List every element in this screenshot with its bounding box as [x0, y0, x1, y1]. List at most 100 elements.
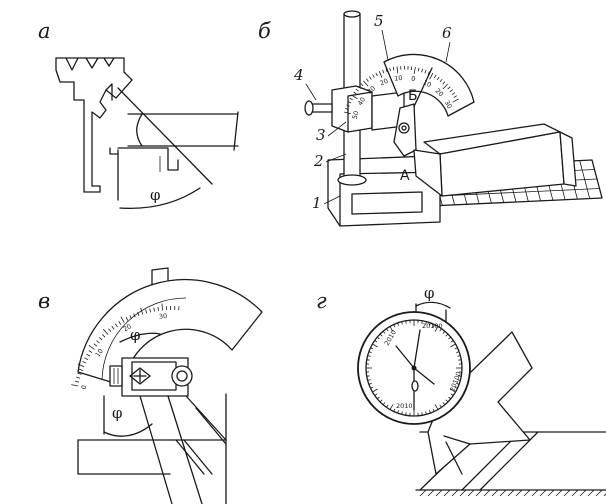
dial-tick: [367, 379, 371, 381]
scale-tick: [111, 325, 115, 330]
dial-tick: [434, 404, 439, 410]
scale-number: 50: [351, 110, 361, 120]
dial-tick: [374, 393, 378, 396]
panel-b-label: б: [258, 19, 271, 43]
dial-tick: [366, 359, 370, 361]
scale-tick: [421, 68, 423, 73]
part-label-2: 2: [313, 152, 324, 170]
dial-label-bottom: 2010: [396, 402, 413, 410]
angle-label-v-top: φ: [130, 326, 141, 344]
dial-tick: [376, 336, 380, 340]
scale-tick: [345, 108, 349, 110]
dial-tick: [425, 321, 427, 325]
scale-tick: [375, 72, 378, 77]
panel-g-label: г: [316, 289, 327, 313]
panel-a-label: а: [38, 19, 51, 43]
dial-tick: [457, 355, 461, 357]
scale-tick: [353, 91, 357, 95]
scale-tick: [429, 72, 434, 80]
scale-tick: [153, 307, 155, 312]
scale-tick: [392, 66, 395, 71]
dial-tick: [448, 336, 452, 340]
dial-tick: [450, 340, 454, 343]
scale-tick: [452, 98, 459, 103]
scale-number: 0: [80, 384, 89, 390]
dial-tick: [454, 386, 458, 389]
scale-tick: [410, 66, 413, 71]
dial-tick: [372, 388, 378, 393]
scale-tick: [382, 69, 385, 74]
scale-tick: [346, 104, 350, 107]
scale-number: 30: [366, 84, 377, 95]
dial-tick: [382, 402, 386, 406]
dial-tick: [445, 399, 449, 403]
scale-tick: [396, 66, 399, 74]
gauge-notches: [65, 57, 115, 71]
scale-tick: [343, 111, 352, 115]
dial-tick: [434, 326, 439, 332]
blade-v: [139, 395, 227, 504]
scale-tick: [447, 86, 451, 90]
scale-tick: [75, 380, 80, 383]
scale-tick: [436, 76, 440, 81]
dial-tick: [421, 320, 423, 324]
part-label-6: 6: [442, 24, 452, 42]
dial-tick: [370, 347, 374, 350]
dial-tick: [389, 326, 394, 332]
scale-tick: [366, 78, 369, 82]
dial-tick: [450, 393, 454, 396]
dial-tick: [425, 411, 427, 415]
scale-tick: [93, 343, 98, 347]
part-label-1: 1: [312, 194, 322, 212]
dial-tick: [379, 333, 383, 337]
scale-tick: [449, 89, 453, 93]
scale-tick: [120, 316, 125, 323]
scale-tick: [137, 311, 140, 317]
scale-tick: [369, 76, 372, 80]
scale-tick: [157, 306, 159, 311]
scale-tick: [427, 71, 430, 75]
scale-number: 10: [94, 347, 105, 358]
tool-edge: [117, 87, 213, 185]
angle-arc-v-bottom: [103, 423, 153, 437]
scale-tick: [84, 357, 89, 360]
scale-number: 30: [443, 99, 454, 110]
dial-tick: [445, 333, 449, 337]
scale-tick: [378, 71, 383, 78]
scale-tick: [442, 81, 446, 85]
dial-tick: [372, 343, 378, 348]
dial-ticks: [366, 320, 462, 416]
dial-tick: [368, 351, 372, 353]
dial-tick: [379, 399, 383, 403]
protractor-sector: [383, 53, 475, 117]
scale-number: 20: [379, 77, 390, 88]
scale-tick: [363, 80, 369, 87]
scale-number: 20: [434, 87, 446, 99]
panel-v-label: в: [38, 289, 50, 313]
dial-tick: [374, 340, 378, 343]
scale-number: 40: [356, 96, 367, 107]
scale-tick: [96, 340, 100, 344]
dial-tick: [393, 408, 396, 412]
scale-tick: [101, 334, 106, 338]
dial-tick: [456, 351, 460, 353]
scale-tick: [108, 328, 112, 333]
scale-number: 0: [410, 75, 416, 84]
scale-tick: [385, 68, 388, 73]
scale-number: 20: [122, 322, 133, 333]
dial-tick: [458, 375, 462, 377]
scale-tick: [77, 363, 85, 368]
angle-arc-a: [119, 187, 201, 210]
dial-tick: [386, 328, 389, 332]
dial-tick: [448, 396, 452, 400]
scale-tick: [133, 313, 136, 318]
angle-label-g: φ: [424, 284, 435, 302]
point-label-a: А: [400, 168, 410, 184]
scale-number: 30: [159, 312, 168, 321]
part-label-5: 5: [374, 12, 384, 30]
scale-tick: [114, 323, 118, 328]
dial-tick: [393, 324, 396, 328]
cutter-bar: [141, 111, 239, 151]
scale-tick: [433, 74, 437, 79]
